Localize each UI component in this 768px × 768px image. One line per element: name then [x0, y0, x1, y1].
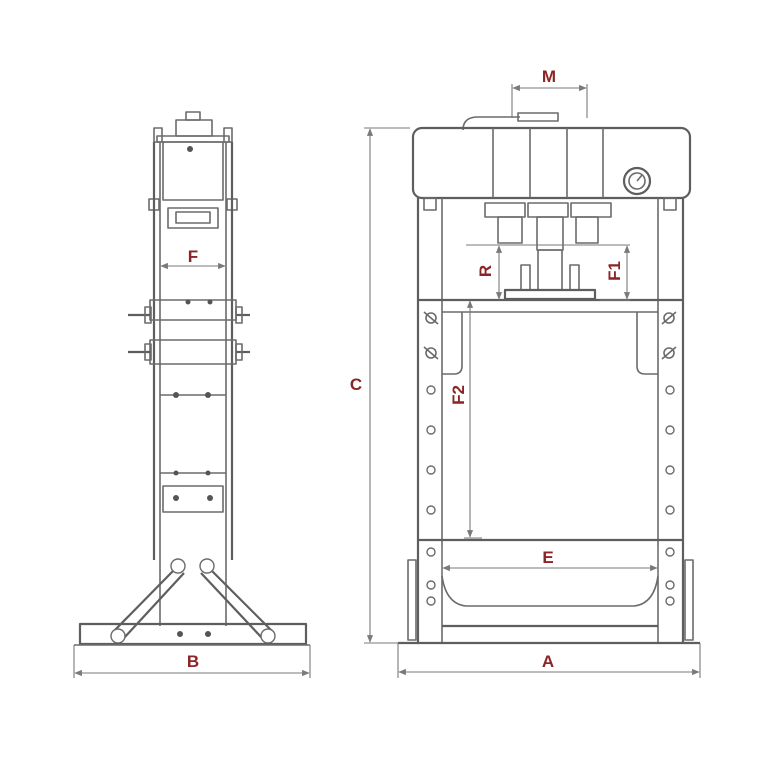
label-e: E	[542, 548, 553, 567]
hole	[427, 466, 435, 474]
front-column-holes	[427, 386, 674, 605]
ram-ear	[570, 265, 579, 290]
hole	[427, 386, 435, 394]
pivot	[200, 559, 214, 573]
side-legs	[111, 559, 275, 643]
hole	[666, 466, 674, 474]
hole	[666, 506, 674, 514]
pivot	[261, 629, 275, 643]
top-plate	[157, 136, 229, 142]
leg-line	[124, 573, 184, 638]
dimension-a: A	[398, 643, 700, 678]
ram-foot-plate	[505, 290, 595, 299]
hose-fitting	[518, 113, 558, 121]
piston	[498, 217, 522, 243]
hole	[427, 597, 435, 605]
pivot	[111, 629, 125, 643]
leg-line	[113, 571, 173, 632]
side-holes	[160, 392, 226, 512]
cylinder-housing	[163, 142, 223, 200]
cylinder-nub	[186, 112, 200, 120]
dimension-f: F	[161, 247, 225, 266]
work-area-frame	[442, 312, 658, 374]
hole	[173, 392, 179, 398]
dimension-c: C	[350, 128, 410, 643]
dimension-m: M	[512, 67, 587, 118]
hole	[177, 631, 183, 637]
dimension-f2: F2	[449, 301, 482, 538]
hydraulic-block-inner	[176, 212, 210, 223]
piston-ring	[528, 203, 568, 217]
front-pistons	[485, 203, 611, 299]
column-cap	[664, 198, 676, 210]
ram	[538, 250, 562, 290]
hole	[666, 581, 674, 589]
hole	[666, 548, 674, 556]
hole	[206, 471, 211, 476]
label-f1: F1	[605, 261, 624, 281]
pivot	[171, 559, 185, 573]
dimension-e: E	[442, 546, 658, 576]
hole	[427, 506, 435, 514]
hole	[427, 426, 435, 434]
label-c: C	[350, 375, 362, 394]
hole	[666, 426, 674, 434]
bracket-lower	[150, 340, 236, 364]
label-f: F	[188, 247, 198, 266]
bed-frame	[442, 576, 658, 606]
leg-line	[212, 571, 273, 632]
side-view: F B	[74, 112, 310, 678]
spring-right	[685, 560, 693, 640]
front-view: M C R F1 F2 E	[350, 67, 700, 678]
hole	[173, 495, 179, 501]
front-head	[413, 113, 690, 198]
spring-left	[408, 560, 416, 640]
cylinder-top-cap	[176, 120, 212, 136]
label-b: B	[187, 652, 199, 671]
front-crossbeam	[418, 300, 683, 374]
hole	[174, 471, 179, 476]
hole	[666, 597, 674, 605]
side-cylinder-head	[149, 112, 237, 228]
top-tab-right	[224, 128, 232, 142]
hole	[205, 631, 211, 637]
column-cap	[424, 198, 436, 210]
bracket-hole	[208, 300, 213, 305]
front-columns	[418, 198, 683, 643]
hole	[666, 386, 674, 394]
bracket-hole	[186, 300, 191, 305]
hole	[207, 495, 213, 501]
bracket-upper	[150, 300, 236, 320]
piston	[576, 217, 598, 243]
label-r: R	[476, 265, 495, 277]
label-a: A	[542, 652, 554, 671]
label-m: M	[542, 67, 556, 86]
hole-box	[163, 486, 223, 512]
housing-dot	[187, 146, 193, 152]
hole	[427, 548, 435, 556]
piston-ring	[571, 203, 611, 217]
label-f2: F2	[449, 385, 468, 405]
side-upright	[154, 142, 232, 626]
hole	[205, 392, 211, 398]
hole	[427, 581, 435, 589]
pressure-gauge-needle	[637, 175, 642, 181]
dimension-b: B	[74, 645, 310, 678]
dimension-r-f1: R F1	[466, 245, 630, 300]
ram-ear	[521, 265, 530, 290]
top-tab-left	[154, 128, 162, 142]
piston-ring	[485, 203, 525, 217]
leg-line	[201, 573, 262, 638]
